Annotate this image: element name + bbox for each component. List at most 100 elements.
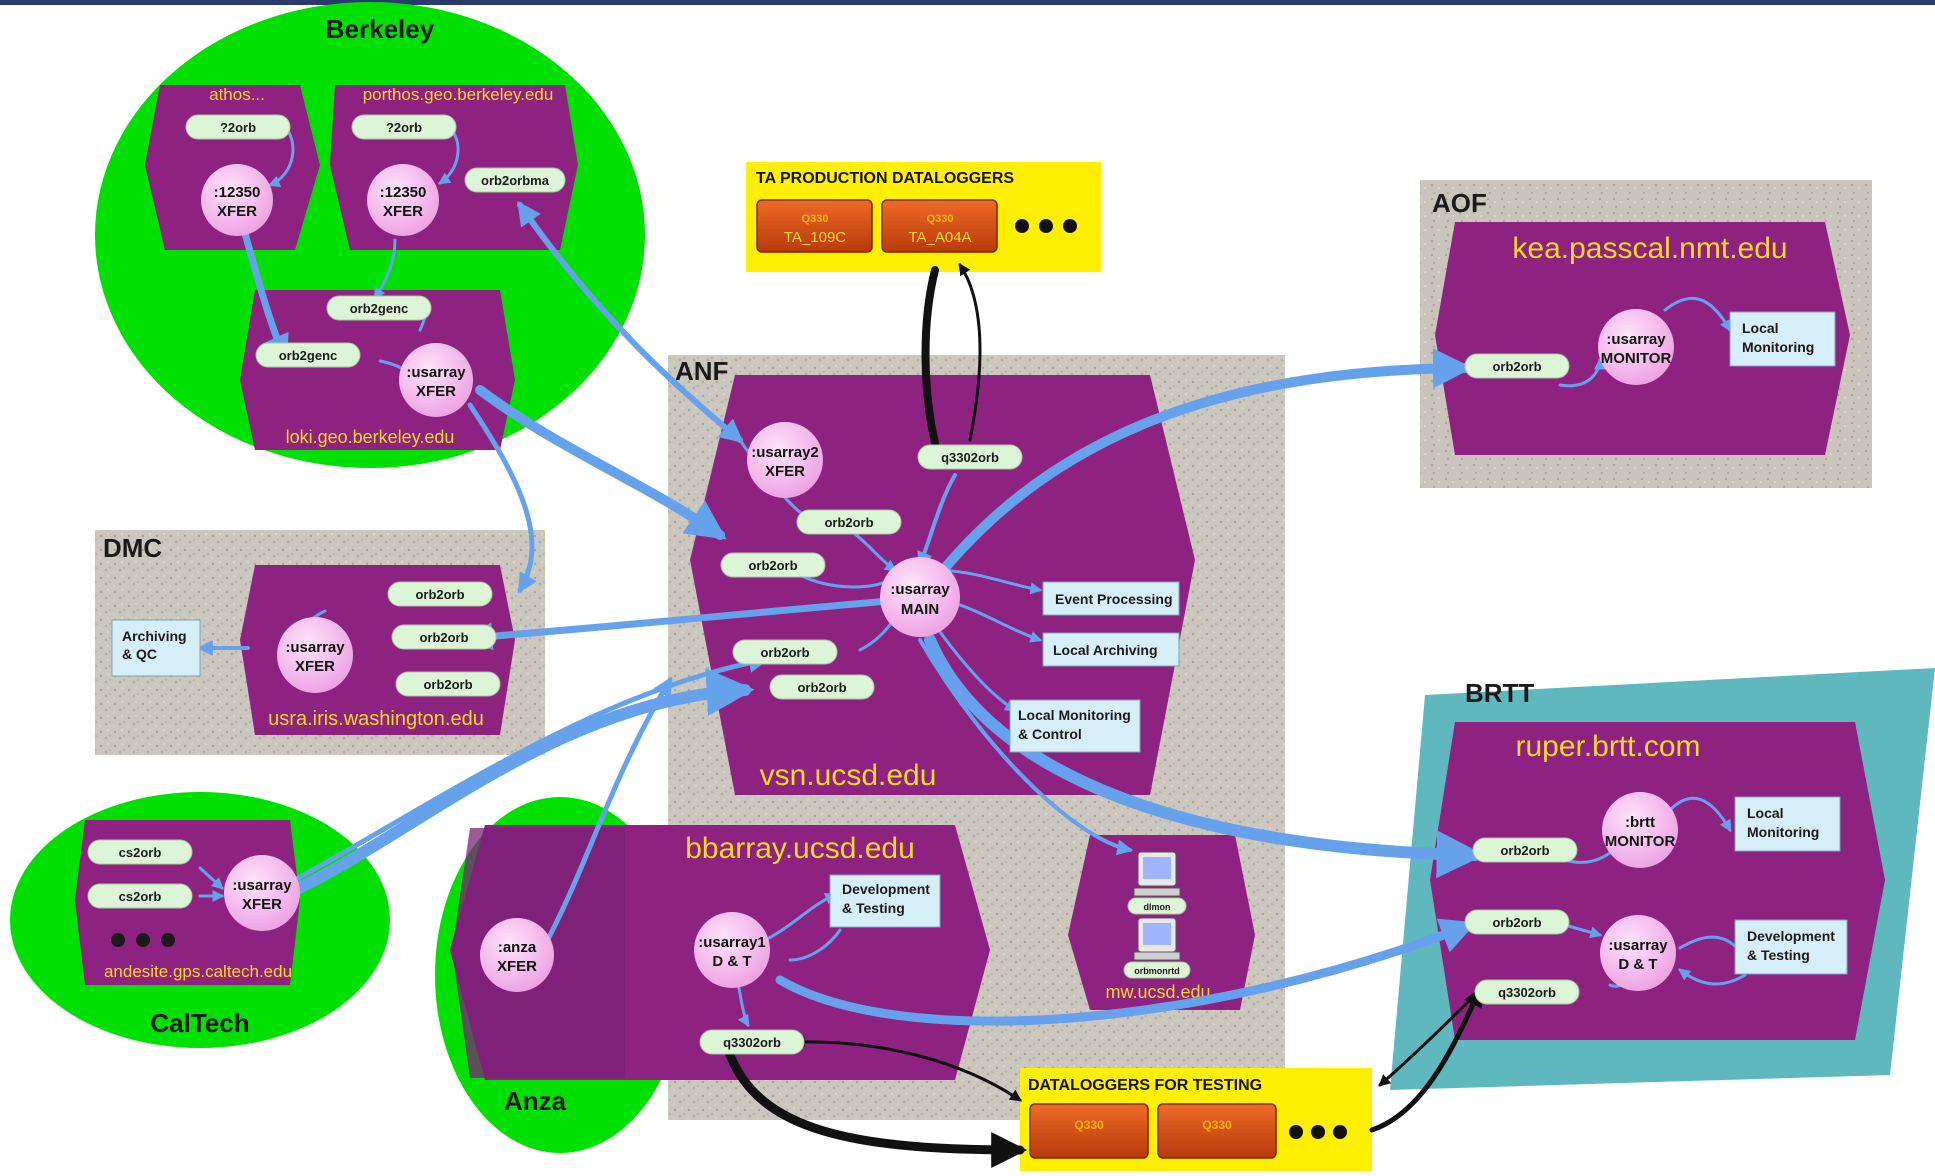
host-label-kea: kea.passcal.nmt.edu [1512, 232, 1787, 265]
host-label-ruper: ruper.brtt.com [1515, 730, 1700, 763]
svg-text:& Control: & Control [1018, 726, 1082, 742]
process-node-anza-q3302orb: q3302orb [699, 1029, 805, 1055]
site-label-brtt: BRTT [1465, 678, 1534, 708]
workstation-orbmonrtd-icon [1133, 917, 1181, 961]
process-node-cal-cs2orb-1: cs2orb [87, 839, 193, 865]
top-border-strip [0, 0, 1935, 5]
box-bbarray-dev-testing: Development& Testing [829, 874, 941, 928]
process-node-ber-orb2genc-1: orb2genc [326, 295, 432, 321]
site-label-caltech: CalTech [150, 1008, 249, 1038]
box-local-monitoring-control: Local Monitoring& Control [1009, 699, 1141, 753]
svg-text::usarray: :usarray [232, 877, 292, 894]
svg-text::brtt: :brtt [1625, 814, 1655, 831]
datalogger-test-2 [1157, 1103, 1277, 1159]
datalogger-ta-109c-model: Q330 [802, 213, 829, 225]
datalogger-ta-109c-name: TA_109C [784, 229, 846, 246]
svg-text:cs2orb: cs2orb [119, 845, 162, 860]
host-label-loki: loki.geo.berkeley.edu [286, 427, 455, 447]
site-label-anza: Anza [504, 1086, 567, 1116]
svg-text:cs2orb: cs2orb [119, 889, 162, 904]
svg-text:XFER: XFER [295, 658, 335, 675]
process-node-ber-q2orb-1: ?2orb [185, 114, 291, 140]
process-node-dmc-orb2orb-3: orb2orb [395, 671, 501, 697]
process-node-dmc-orb2orb-2: orb2orb [391, 624, 497, 650]
svg-text:XFER: XFER [416, 383, 456, 400]
host-label-mw: mw.ucsd.edu [1105, 982, 1210, 1002]
svg-text:dlmon: dlmon [1144, 902, 1171, 912]
svg-text:D & T: D & T [1618, 956, 1657, 973]
process-node-anf-orb2orb-1: orb2orb [796, 509, 902, 535]
svg-text:q3302orb: q3302orb [941, 450, 999, 465]
datalogger-ta-a04a-name: TA_A04A [908, 229, 971, 246]
svg-text:Monitoring: Monitoring [1747, 824, 1819, 840]
host-label-andesite: andesite.gps.caltech.edu [104, 962, 292, 981]
svg-text:orb2orb: orb2orb [415, 587, 464, 602]
svg-text:XFER: XFER [765, 463, 805, 480]
svg-text:orb2orb: orb2orb [1500, 843, 1549, 858]
process-node-anf-q3302orb: q3302orb [917, 444, 1023, 470]
function-boxes: Archiving& QC Event Processing Local Arc… [111, 311, 1848, 975]
svg-text:orb2orb: orb2orb [824, 515, 873, 530]
svg-text:orb2orb: orb2orb [419, 630, 468, 645]
svg-text::12350: :12350 [214, 184, 261, 201]
svg-text:Archiving: Archiving [122, 628, 187, 644]
process-node-brtt-q3302orb: q3302orb [1474, 979, 1580, 1005]
svg-text::usarray: :usarray [406, 364, 466, 381]
svg-text::12350: :12350 [380, 184, 427, 201]
svg-text:orb2orb: orb2orb [760, 645, 809, 660]
black-data-flows [725, 263, 1483, 1168]
process-node-cal-cs2orb-2: cs2orb [87, 883, 193, 909]
svg-text:XFER: XFER [242, 896, 282, 913]
svg-text:Event Processing: Event Processing [1055, 591, 1173, 607]
svg-text:orb2orbma: orb2orbma [481, 173, 550, 188]
svg-text:Local: Local [1747, 805, 1784, 821]
testing-dataloggers-title: DATALOGGERS FOR TESTING [1028, 1077, 1262, 1094]
caltech-more-ellipsis [111, 933, 175, 947]
svg-text:Local: Local [1742, 320, 1779, 336]
process-node-mw-dlmon: dlmon [1127, 897, 1187, 915]
datalogger-ta-a04a [881, 199, 998, 253]
datalogger-ta-109c [756, 199, 873, 253]
site-label-anf: ANF [675, 356, 728, 386]
svg-text:orbmonrtd: orbmonrtd [1134, 966, 1180, 976]
svg-text:& Testing: & Testing [1747, 947, 1810, 963]
svg-text:?2orb: ?2orb [386, 120, 422, 135]
svg-text::usarray: :usarray [890, 581, 950, 598]
blue-data-flows [196, 123, 1747, 1028]
box-local-archiving: Local Archiving [1042, 632, 1180, 667]
svg-text:XFER: XFER [497, 958, 537, 975]
datalogger-test-1-model: Q330 [1074, 1118, 1104, 1132]
svg-text:q3302orb: q3302orb [723, 1035, 781, 1050]
svg-text:orb2orb: orb2orb [748, 558, 797, 573]
svg-text:orb2genc: orb2genc [279, 348, 338, 363]
process-node-aof-orb2orb: orb2orb [1464, 353, 1570, 379]
svg-text:XFER: XFER [383, 203, 423, 220]
svg-text::usarray1: :usarray1 [698, 934, 766, 951]
more-dataloggers-ellipsis [1015, 219, 1077, 233]
site-label-dmc: DMC [103, 533, 162, 563]
datalogger-test-2-model: Q330 [1202, 1118, 1232, 1132]
svg-text:MONITOR: MONITOR [1601, 350, 1672, 367]
svg-text:orb2orb: orb2orb [1492, 915, 1541, 930]
host-label-athos: athos... [209, 85, 265, 104]
more-test-dataloggers-ellipsis [1289, 1125, 1347, 1139]
svg-text::anza: :anza [498, 939, 537, 956]
process-node-brtt-orb2orb-2: orb2orb [1464, 909, 1570, 935]
svg-text::usarray: :usarray [1606, 331, 1666, 348]
process-nodes: ?2orb ?2orb orb2orbma orb2genc orb2genc … [87, 114, 1580, 1055]
datalogger-test-1 [1029, 1103, 1149, 1159]
svg-text:MAIN: MAIN [901, 601, 939, 618]
